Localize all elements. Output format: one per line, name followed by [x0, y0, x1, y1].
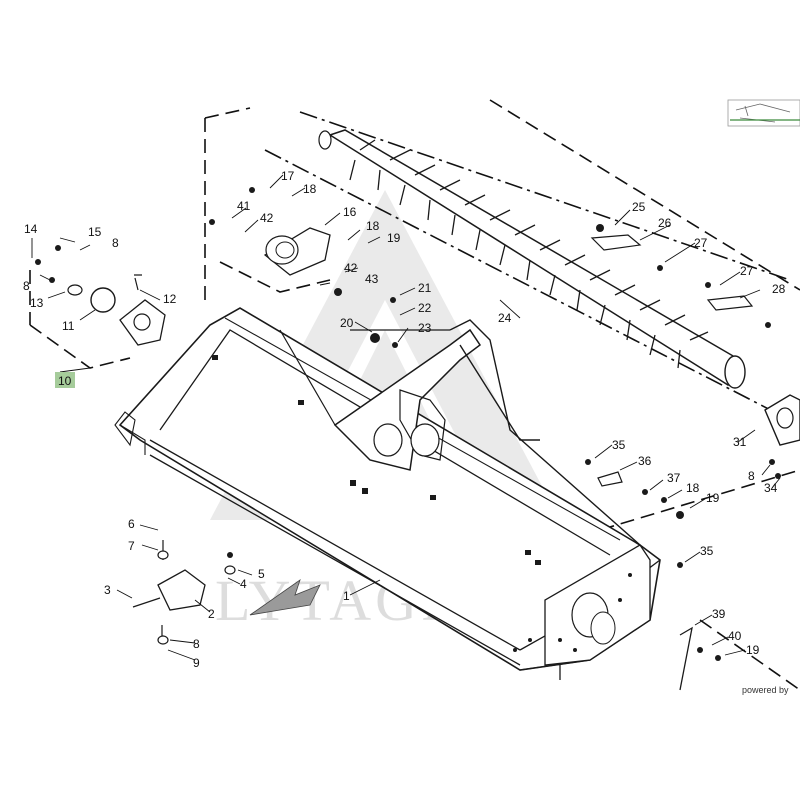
- callout-43[interactable]: 43: [365, 272, 379, 286]
- clip-26: [590, 234, 642, 251]
- callout-5[interactable]: 5: [258, 567, 265, 581]
- callout-13[interactable]: 13: [30, 296, 44, 310]
- callout-22[interactable]: 22: [418, 301, 432, 315]
- skid-bracket: [132, 540, 236, 645]
- callout-18[interactable]: 18: [366, 219, 380, 233]
- callout-24[interactable]: 24: [498, 311, 512, 325]
- callout-2[interactable]: 2: [208, 607, 215, 621]
- callout-6[interactable]: 6: [128, 517, 135, 531]
- callout-19[interactable]: 19: [706, 491, 720, 505]
- direction-arrow: [249, 578, 321, 616]
- rotor-boundary-lower: [264, 149, 791, 421]
- callout-12[interactable]: 12: [163, 292, 177, 306]
- callout-27[interactable]: 27: [740, 264, 754, 278]
- callout-15[interactable]: 15: [88, 225, 102, 239]
- callout-3[interactable]: 3: [104, 583, 111, 597]
- gearbox-housing: [333, 328, 482, 471]
- bearing-11: [90, 287, 116, 313]
- callout-28[interactable]: 28: [772, 282, 786, 296]
- bearing-group-boundary: [29, 324, 131, 369]
- callout-labels: 14 15 8 8 13 12 11 10 17 18 41 16 42 18 …: [23, 169, 786, 670]
- callout-19[interactable]: 19: [746, 643, 760, 657]
- callout-35[interactable]: 35: [612, 438, 626, 452]
- callout-10-highlight: [55, 372, 75, 388]
- callout-42[interactable]: 42: [344, 261, 358, 275]
- callout-8[interactable]: 8: [112, 236, 119, 250]
- callout-40[interactable]: 40: [728, 629, 742, 643]
- powered-by-label: powered by: [742, 685, 789, 695]
- callout-35[interactable]: 35: [700, 544, 714, 558]
- callout-36[interactable]: 36: [638, 454, 652, 468]
- bracket-2: [157, 569, 206, 611]
- gearbox-right-port: [410, 423, 440, 457]
- callout-34[interactable]: 34: [764, 481, 778, 495]
- bracket-39: [679, 626, 693, 691]
- callout-14[interactable]: 14: [24, 222, 38, 236]
- callout-39[interactable]: 39: [712, 607, 726, 621]
- callout-11[interactable]: 11: [62, 319, 75, 333]
- main-frame: [114, 307, 661, 680]
- thumbnail-preview[interactable]: [727, 99, 800, 127]
- callout-19[interactable]: 19: [387, 231, 401, 245]
- frame-body: [118, 307, 661, 671]
- leader-lines: [31, 174, 781, 661]
- callout-41[interactable]: 41: [237, 199, 251, 213]
- callout-16[interactable]: 16: [343, 205, 357, 219]
- callout-27[interactable]: 27: [694, 236, 708, 250]
- callout-31[interactable]: 31: [733, 435, 747, 449]
- gearbox-left-port: [373, 423, 403, 457]
- rotor-end: [724, 355, 746, 389]
- callout-18[interactable]: 18: [686, 481, 700, 495]
- callout-7[interactable]: 7: [128, 539, 135, 553]
- headstock-tower: [279, 319, 641, 546]
- callout-8[interactable]: 8: [23, 279, 30, 293]
- callout-8[interactable]: 8: [748, 469, 755, 483]
- right-side-parts: [590, 234, 800, 691]
- callout-18[interactable]: 18: [303, 182, 317, 196]
- callout-8[interactable]: 8: [193, 637, 200, 651]
- callout-37[interactable]: 37: [667, 471, 681, 485]
- rotor-boundary-upper: [299, 111, 791, 281]
- callout-23[interactable]: 23: [418, 321, 432, 335]
- callout-26[interactable]: 26: [658, 216, 672, 230]
- callout-20[interactable]: 20: [340, 316, 354, 330]
- callout-10[interactable]: 10: [58, 374, 72, 388]
- callout-9[interactable]: 9: [193, 656, 200, 670]
- callout-25[interactable]: 25: [632, 200, 646, 214]
- rotor-blades: [349, 139, 709, 369]
- callout-21[interactable]: 21: [418, 281, 432, 295]
- callout-1[interactable]: 1: [343, 589, 350, 603]
- bearing-assembly: [67, 274, 166, 346]
- callout-42[interactable]: 42: [260, 211, 274, 225]
- cover-plate: [263, 227, 331, 276]
- plate-36: [597, 471, 623, 487]
- fasteners: [35, 187, 781, 661]
- callout-17[interactable]: 17: [281, 169, 295, 183]
- rotor-shaft: [318, 129, 746, 389]
- callout-4[interactable]: 4: [240, 577, 247, 591]
- clip-28: [706, 295, 754, 311]
- washer-13: [67, 284, 83, 296]
